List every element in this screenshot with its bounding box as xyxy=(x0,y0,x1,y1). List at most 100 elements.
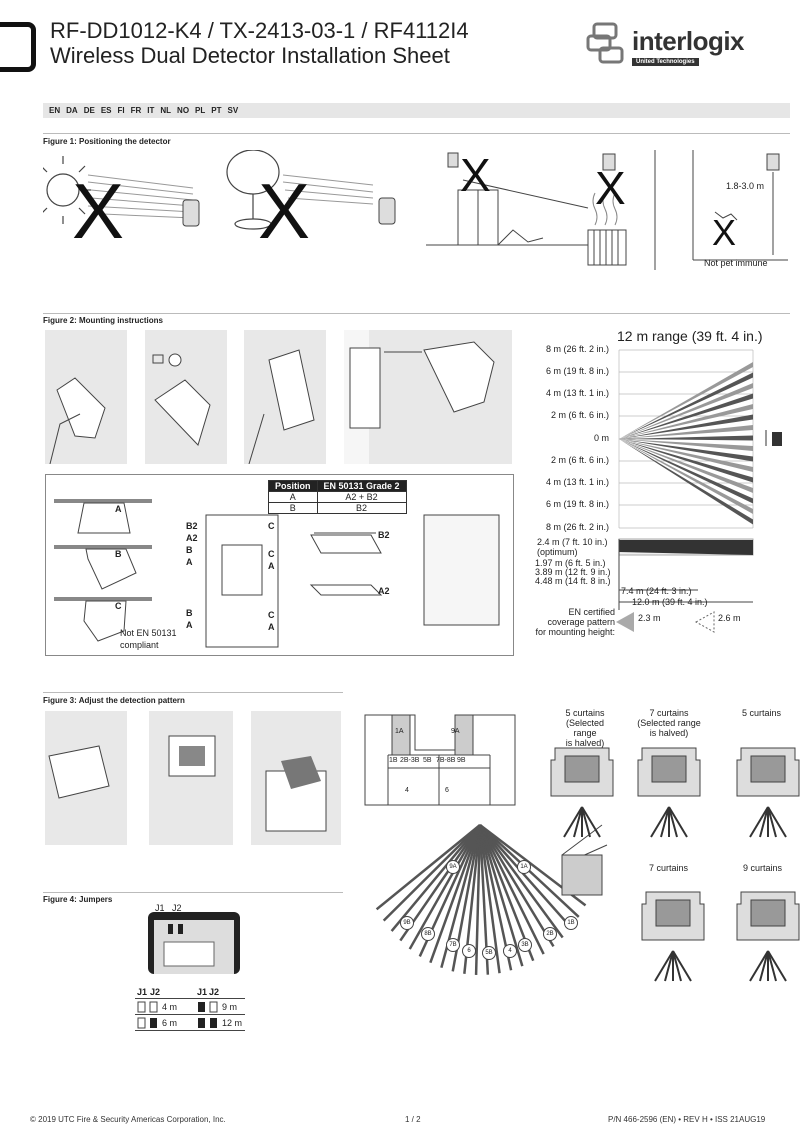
range-side-label: 4 m (13 ft. 1 in.) xyxy=(545,477,609,487)
height-label-min: 1.97 m (6 ft. 5 in.) xyxy=(535,558,606,568)
range-side-label: 0 m xyxy=(593,433,609,443)
detector-icon xyxy=(182,199,200,227)
detection-beam xyxy=(619,435,753,441)
x-mark-pet: X xyxy=(712,212,737,253)
adjust-step-1-image xyxy=(45,711,127,845)
table-header-position: Position xyxy=(268,480,318,492)
bracket-label-b2: B2 xyxy=(186,521,198,531)
bracket-label-c: C xyxy=(268,521,275,531)
language-link[interactable]: PT xyxy=(211,106,222,115)
lens-label-9a: 9A xyxy=(451,728,460,735)
title-line-1: RF-DD1012-K4 / TX-2413-03-1 / RF4112I4 xyxy=(50,18,469,43)
position-label-a: A xyxy=(115,504,122,514)
curtain-label-7: 7 curtains xyxy=(649,863,689,873)
mounting-step-2-image xyxy=(145,330,227,464)
curtain-beam xyxy=(478,824,564,939)
lens-label-1b: 1B xyxy=(389,757,398,764)
document-title: RF-DD1012-K4 / TX-2413-03-1 / RF4112I4 W… xyxy=(50,18,469,68)
detector-icon xyxy=(378,197,396,225)
coverage-value-2: 2.6 m xyxy=(718,613,741,623)
lens-label-1a: 1A xyxy=(395,728,404,735)
language-link[interactable]: NL xyxy=(160,106,172,115)
curtain-marker: 5B xyxy=(482,946,496,960)
range-side-label: 6 m (19 ft. 8 in.) xyxy=(545,499,609,509)
curtain-beams xyxy=(375,824,587,975)
sun-icon xyxy=(43,156,91,224)
side-view-person-icon xyxy=(765,430,782,446)
figure-2-rule xyxy=(43,313,790,314)
table-header-grade: EN 50131 Grade 2 xyxy=(316,480,407,492)
detection-beam xyxy=(619,414,753,439)
coverage-label-1: EN certified xyxy=(568,607,615,617)
jumper-range-6m: 6 m xyxy=(162,1018,178,1028)
heat-rays xyxy=(87,174,194,219)
jumper-header-j1: J1 xyxy=(197,987,208,997)
screw-label-b2: B2 xyxy=(378,530,390,540)
language-link[interactable]: SV xyxy=(227,106,239,115)
heat-waves xyxy=(592,192,618,226)
table-cell: A xyxy=(268,491,318,503)
detection-beam xyxy=(619,362,753,439)
detection-beam xyxy=(619,425,753,439)
language-link[interactable]: ES xyxy=(100,106,112,115)
lens-label-9b: 9B xyxy=(457,757,466,764)
mounting-step-4-image xyxy=(344,330,512,464)
curtain-label-line: (Selected range xyxy=(637,718,701,728)
language-link[interactable]: DE xyxy=(83,106,95,115)
language-link[interactable]: NO xyxy=(177,106,190,115)
not-en-label-1: Not EN 50131 xyxy=(120,628,177,638)
curtain-beam xyxy=(478,824,524,967)
jumper-range-9m: 9 m xyxy=(222,1002,238,1012)
curtain-module-drawing xyxy=(736,891,800,982)
range-side-label: 4 m (13 ft. 1 in.) xyxy=(545,388,609,398)
range-side-label: 6 m (19 ft. 8 in.) xyxy=(545,366,609,376)
language-link[interactable]: IT xyxy=(147,106,155,115)
curtain-beam xyxy=(408,824,482,950)
jumper-settings-icons xyxy=(137,1001,218,1029)
page-tab-marker xyxy=(0,22,36,72)
bracket-label-a: A xyxy=(186,557,193,567)
drill-icon xyxy=(344,330,495,464)
height-label: 1.8-3.0 m xyxy=(726,181,765,191)
title-line-2: Wireless Dual Detector Installation Shee… xyxy=(50,43,450,68)
language-link[interactable]: DA xyxy=(66,106,78,115)
curtain-label-line: (Selected range xyxy=(565,718,605,738)
x-mark-cabinet: X xyxy=(460,149,491,201)
radiator-icon xyxy=(587,150,656,270)
detection-beam xyxy=(619,372,753,439)
curtain-beam xyxy=(478,824,555,947)
position-label-b: B xyxy=(115,549,122,559)
coverage-label-2: coverage pattern xyxy=(547,617,615,627)
figure-3-rule xyxy=(43,692,343,693)
distance-label-7-4: 7.4 m (24 ft. 3 in.) xyxy=(621,586,692,596)
detection-beam xyxy=(619,439,753,525)
curtain-marker: 3B xyxy=(518,938,532,952)
curtain-module-drawing xyxy=(637,747,701,838)
footer-page-number: 1 / 2 xyxy=(405,1115,421,1124)
lock-icon xyxy=(152,353,211,446)
detection-beam xyxy=(619,383,753,439)
lens-label-6: 6 xyxy=(445,787,449,794)
curtain-marker: 9A xyxy=(446,860,460,874)
detection-beam xyxy=(619,439,753,493)
figure-4-caption: Figure 4: Jumpers xyxy=(43,895,113,904)
mounting-profile xyxy=(618,538,754,610)
detection-fan-large xyxy=(375,824,587,975)
bracket-position-panel xyxy=(45,474,514,656)
language-link[interactable]: EN xyxy=(49,106,61,115)
language-link[interactable]: FI xyxy=(117,106,125,115)
hand-icon xyxy=(49,377,106,465)
language-link[interactable]: PL xyxy=(195,106,206,115)
figure-3-caption: Figure 3: Adjust the detection pattern xyxy=(43,696,185,705)
logo-mark-icon xyxy=(586,22,624,64)
distance-label-12: 12.0 m (39 ft. 4 in.) xyxy=(632,597,708,607)
brand-name: interlogix xyxy=(632,26,745,56)
bracket-label-b: B xyxy=(186,608,193,618)
language-link[interactable]: FR xyxy=(130,106,142,115)
mask-icon xyxy=(265,756,327,832)
bracket-label-a: A xyxy=(268,561,275,571)
fan-icon xyxy=(226,150,280,230)
pet-label: Not pet immune xyxy=(704,258,768,268)
